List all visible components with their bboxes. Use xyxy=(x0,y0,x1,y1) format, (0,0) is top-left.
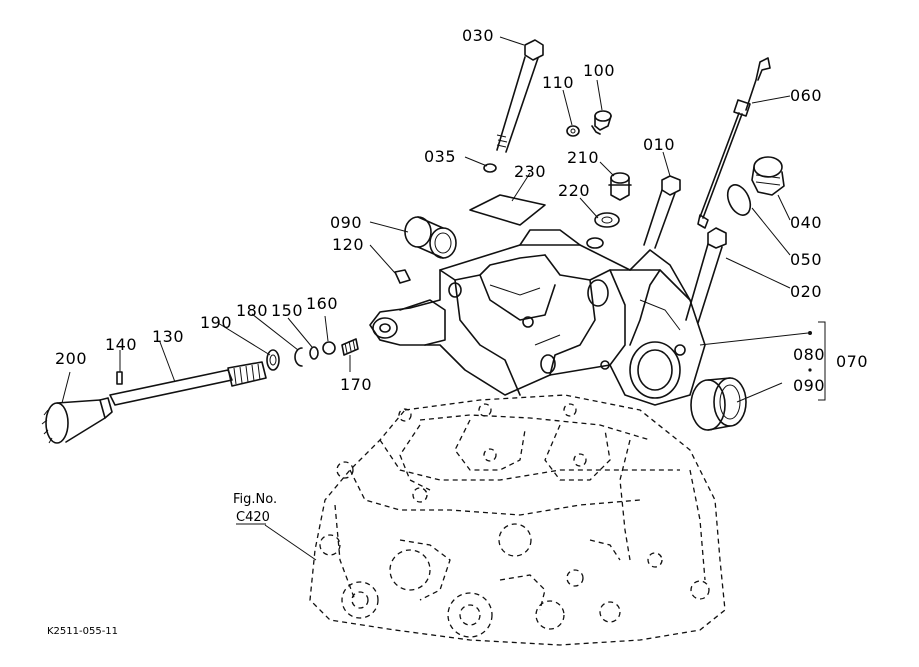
callout-180: 180 xyxy=(236,301,268,320)
transmission-case-outline xyxy=(309,394,726,646)
o-ring-050 xyxy=(726,184,752,216)
callout-190: 190 xyxy=(200,313,232,332)
cover-housing xyxy=(369,229,706,406)
callout-040: 040 xyxy=(790,213,822,232)
leader-lines xyxy=(61,36,826,561)
gasket-230 xyxy=(469,194,546,226)
callout-120: 120 xyxy=(332,235,364,254)
callout-150: 150 xyxy=(271,301,303,320)
callout-090-upper: 090 xyxy=(330,213,362,232)
callout-060: 060 xyxy=(790,86,822,105)
fig-ref-line1: Fig.No. xyxy=(233,492,277,507)
callout-230: 230 xyxy=(514,162,546,181)
callout-080: 080 xyxy=(793,345,825,364)
callout-220: 220 xyxy=(558,181,590,200)
washer-220 xyxy=(594,212,620,228)
bolt-010 xyxy=(643,175,681,249)
dipstick-060 xyxy=(697,57,771,229)
callout-010: 010 xyxy=(643,135,675,154)
snap-ring-180 xyxy=(294,347,303,367)
callout-140: 140 xyxy=(105,335,137,354)
plug-040 xyxy=(751,156,785,196)
bushing-090-lower xyxy=(690,377,747,431)
callout-020: 020 xyxy=(790,282,822,301)
callout-170: 170 xyxy=(340,375,372,394)
ring-150 xyxy=(309,346,319,360)
fig-ref-line2: C420 xyxy=(236,510,270,525)
callout-030: 030 xyxy=(462,26,494,45)
ball-160 xyxy=(322,341,336,355)
pin-120 xyxy=(394,269,411,284)
callout-200: 200 xyxy=(55,349,87,368)
callout-090-lower: 090 xyxy=(793,376,825,395)
plug-210 xyxy=(608,172,632,201)
plug-100 xyxy=(591,110,612,135)
pin-140 xyxy=(116,371,123,385)
callout-050: 050 xyxy=(790,250,822,269)
callout-110: 110 xyxy=(542,73,574,92)
gear-200 xyxy=(41,397,113,444)
spring-170 xyxy=(341,338,359,356)
callout-130: 130 xyxy=(152,327,184,346)
callout-labels: 030 110 100 060 035 210 010 230 220 040 … xyxy=(47,26,868,637)
group-label-070: 070 xyxy=(836,352,868,371)
bolt-020 xyxy=(685,227,727,324)
callout-160: 160 xyxy=(306,294,338,313)
washer-035 xyxy=(483,163,497,173)
callout-035: 035 xyxy=(424,147,456,166)
washer-190 xyxy=(266,349,280,371)
callout-100: 100 xyxy=(583,61,615,80)
callout-210: 210 xyxy=(567,148,599,167)
drawing-id: K2511-055-11 xyxy=(47,626,118,637)
washer-110 xyxy=(566,125,580,137)
bushing-090-upper xyxy=(404,216,457,259)
bolt-030 xyxy=(496,39,544,153)
shaft-130 xyxy=(109,361,267,406)
